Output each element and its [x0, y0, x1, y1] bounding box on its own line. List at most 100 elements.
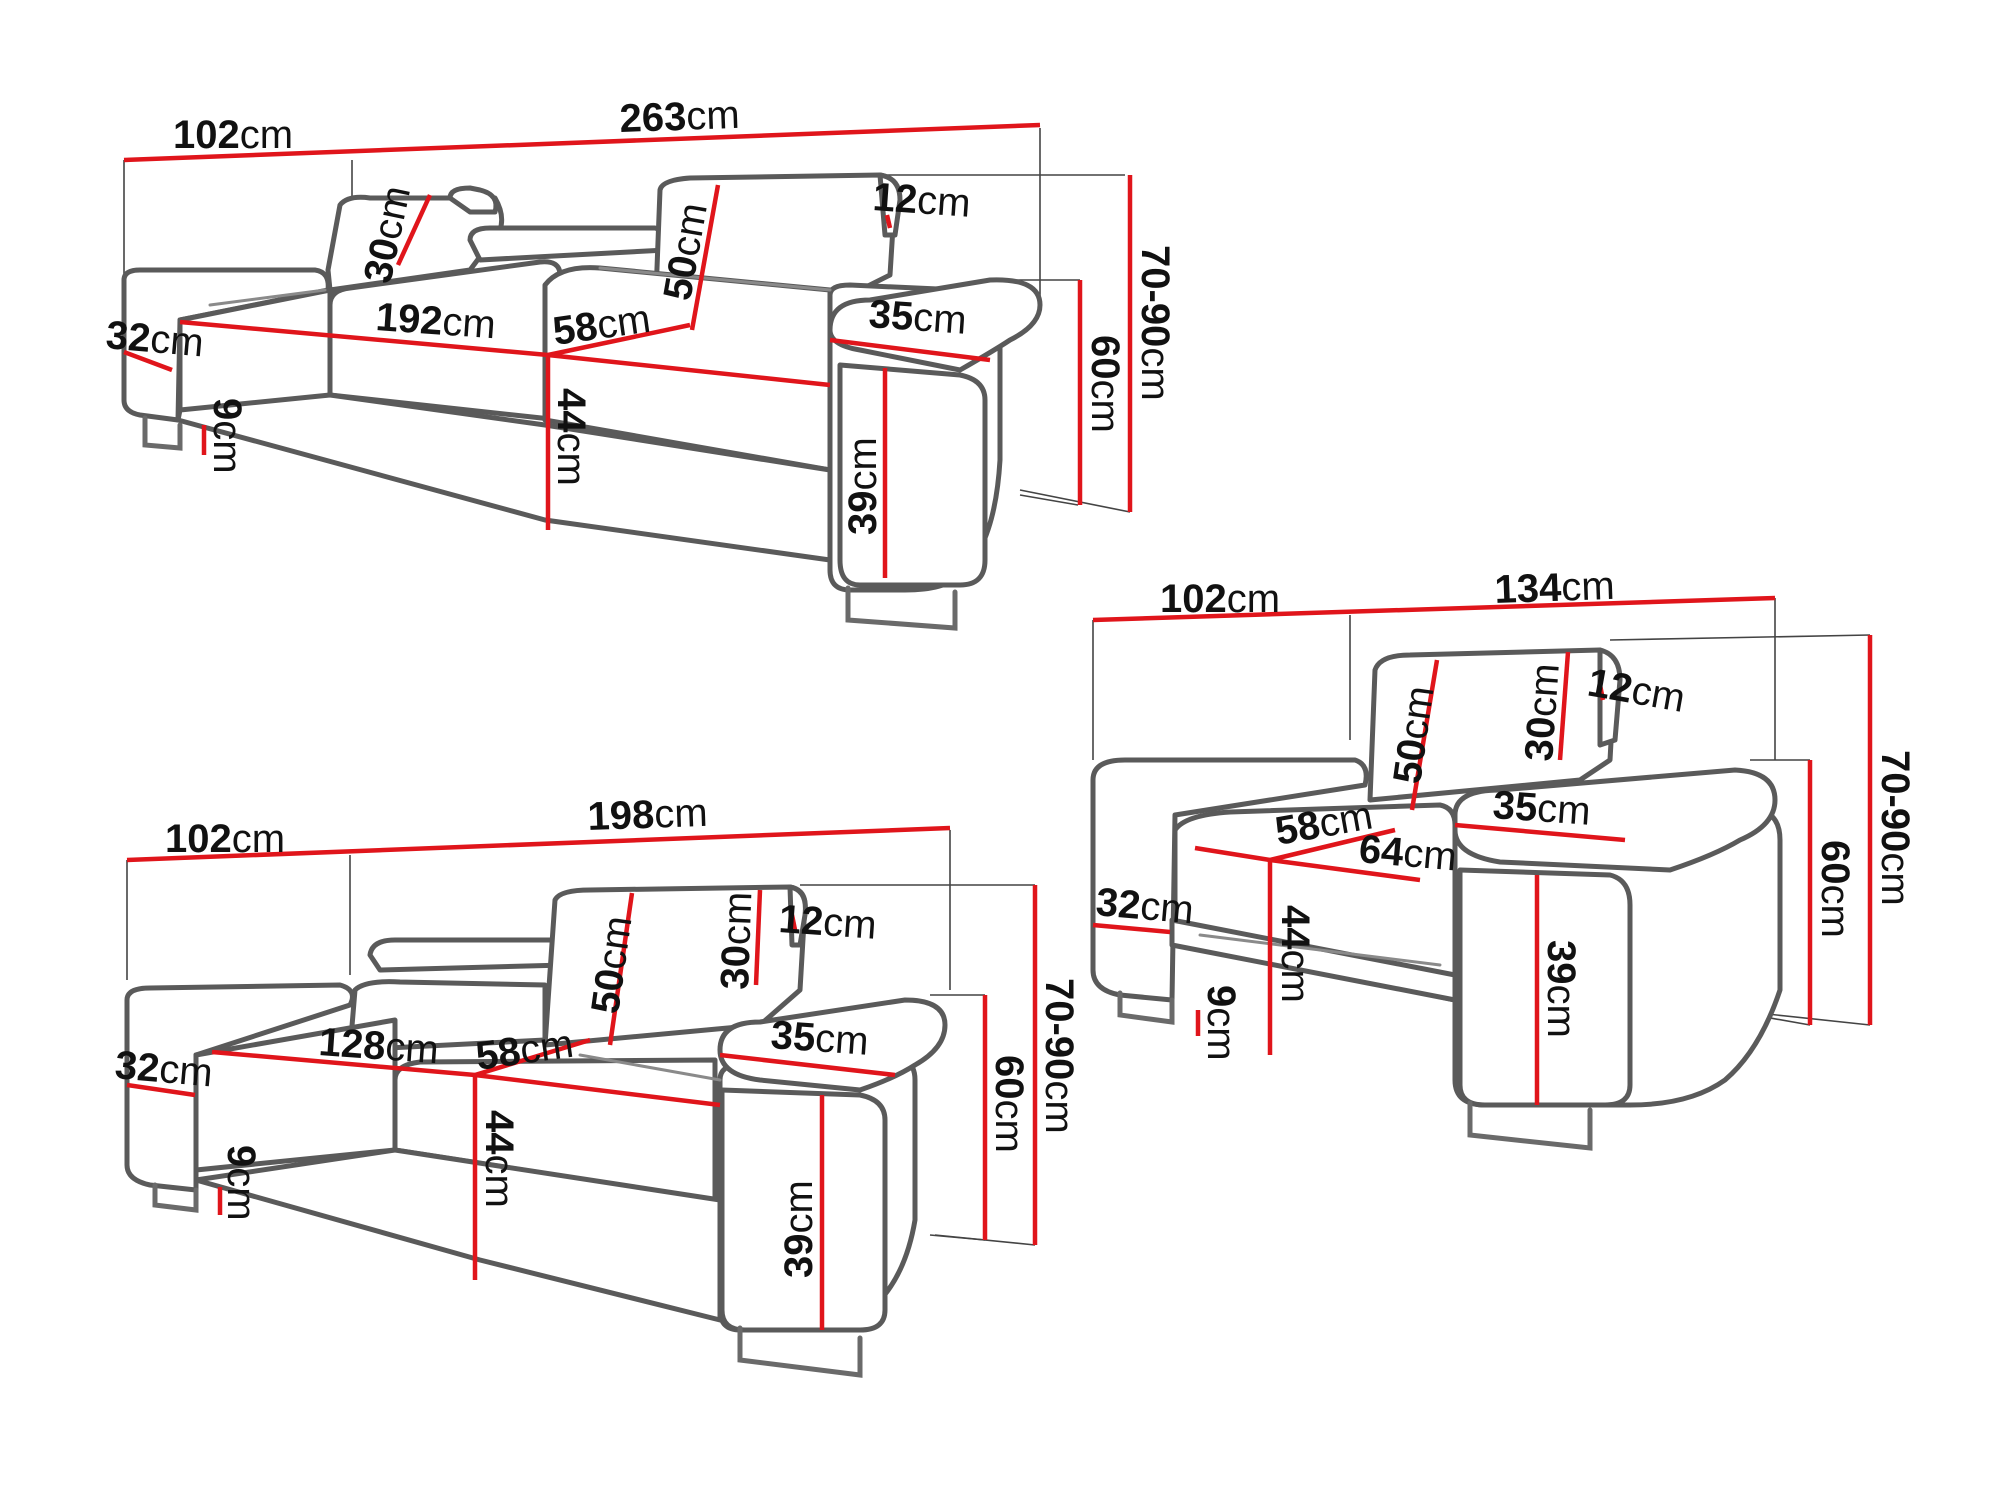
- two-seater-labels: 102cm 198cm 50cm 30cm 12cm 32cm 128cm 58…: [113, 791, 1081, 1278]
- three-seater-back-height-label: 60cm: [1083, 335, 1127, 433]
- armchair-width-line: [1092, 595, 1776, 623]
- three-seater-front-rail: [175, 392, 833, 563]
- three-seater-labels: 102cm 263cm 30cm 50cm 12cm 32cm 192cm 58…: [104, 93, 1177, 535]
- three-seater-leg-left: [142, 415, 183, 451]
- two-seater-right-arm-top: [717, 997, 948, 1093]
- two-seater-armrest-height-line: [126, 1082, 196, 1098]
- armchair-headrest: [1597, 647, 1623, 748]
- three-seater-seat-depth-line: [547, 322, 691, 358]
- two-seater-width-line: [126, 825, 951, 863]
- three-seater-seat-depth-front-line: [547, 352, 831, 388]
- two-seater-armrest-height-label: 32cm: [113, 1043, 214, 1095]
- armchair-seat-width-label: 64cm: [1357, 827, 1458, 879]
- armchair-backrest-height-line: [1409, 659, 1440, 811]
- two-seater-headrest-height-label: 30cm: [713, 891, 760, 990]
- two-seater-headrest-left: [367, 937, 569, 973]
- three-seater-backrest-height-label: 50cm: [656, 200, 716, 304]
- armchair-armrest-height-label: 32cm: [1094, 880, 1195, 932]
- three-seater-seat-width-label: 192cm: [374, 295, 497, 347]
- armchair-headrest-depth-line: [1597, 684, 1606, 701]
- two-seater-leg-height-label: 9cm: [219, 1145, 263, 1221]
- three-seater-headrest-depth-label: 12cm: [871, 175, 972, 226]
- armchair-armrest-width-label: 35cm: [1491, 783, 1592, 834]
- armchair-legs: [1117, 990, 1593, 1151]
- three-seater-seat-depth-label: 58cm: [550, 297, 653, 354]
- two-seater-backrest-height-line: [607, 892, 635, 1046]
- three-seater-width-label: 263cm: [619, 93, 741, 141]
- three-seater-armrest-height-line: [123, 349, 173, 373]
- two-seater-leg-left: [152, 1182, 199, 1213]
- armchair-total-height-label: 70-90cm: [1873, 750, 1917, 906]
- two-seater-width-label: 198cm: [587, 791, 709, 839]
- two-seater-guides: [126, 830, 1036, 1246]
- two-seater-dimension-lines: [126, 825, 1038, 1330]
- armchair-leg-right: [1467, 1100, 1593, 1151]
- armchair-armrest-height-line: [1092, 922, 1171, 935]
- armchair-seat-front-line: [1194, 845, 1271, 863]
- armchair-leg-height-label: 9cm: [1199, 985, 1243, 1061]
- two-seater-back-height-label: 60cm: [987, 1055, 1031, 1153]
- three-seater-width-line: [123, 122, 1041, 163]
- armchair: 102cm 134cm 50cm 30cm 12cm 58cm 35cm 64c…: [1090, 564, 1917, 1151]
- two-seater-headrest-depth-label: 12cm: [777, 897, 878, 948]
- armchair-right-arm-top: [1452, 767, 1778, 873]
- two-seater-seat-height-label: 44cm: [477, 1110, 521, 1208]
- armchair-dimension-lines: [1092, 595, 1873, 1105]
- two-seater-seat-width-label: 128cm: [317, 1020, 440, 1072]
- two-seater-leg-right: [737, 1325, 863, 1378]
- two-seater-seat-depth-line: [474, 1037, 591, 1078]
- three-seater-seat-width-line: [179, 319, 549, 358]
- two-seater-arm-height-label: 39cm: [777, 1180, 821, 1278]
- armchair-arm-front: [1457, 867, 1633, 1108]
- three-seater-depth-label: 102cm: [173, 113, 293, 157]
- armchair-seat-width-line: [1269, 857, 1421, 883]
- three-seater-headrest-right: [877, 172, 903, 238]
- three-seater-backrest-height-line: [689, 184, 721, 331]
- two-seater-seat-depth-front-line: [474, 1072, 721, 1108]
- two-seater-armrest-width-label: 35cm: [769, 1013, 870, 1064]
- three-seater-dimension-lines: [123, 122, 1133, 578]
- armchair-arm-height-label: 39cm: [1539, 940, 1583, 1038]
- armchair-labels: 102cm 134cm 50cm 30cm 12cm 58cm 35cm 64c…: [1094, 564, 1917, 1061]
- two-seater-headrest-depth-line: [789, 914, 798, 931]
- armchair-width-label: 134cm: [1494, 564, 1616, 612]
- three-seater-arm-height-label: 39cm: [841, 437, 885, 535]
- three-seater-total-height-label: 70-90cm: [1133, 245, 1177, 401]
- armchair-armrest-width-line: [1454, 822, 1626, 843]
- three-seater-headrest-mid: [467, 225, 670, 263]
- two-seater-legs: [152, 1182, 863, 1378]
- three-seater-headrest-depth-line: [884, 214, 893, 229]
- three-seater-armrest-width-label: 35cm: [867, 292, 968, 343]
- two-seater-headrest-height-line: [753, 889, 763, 986]
- two-seater-depth-label: 102cm: [165, 817, 285, 861]
- three-seater-legs: [142, 415, 958, 631]
- two-seater-armrest-width-line: [719, 1052, 896, 1078]
- three-seater-seat-height-label: 44cm: [549, 388, 593, 486]
- two-seater-backrest-height-label: 50cm: [583, 913, 640, 1016]
- armchair-backrest-height-label: 50cm: [1385, 683, 1442, 786]
- armchair-left-arm: [1090, 757, 1369, 1003]
- two-seater-seat-depth-label: 58cm: [473, 1022, 576, 1079]
- two-seater-total-height-label: 70-90cm: [1037, 978, 1081, 1134]
- three-seater-armrest-height-label: 32cm: [104, 313, 205, 365]
- three-seater-guides: [123, 128, 1131, 513]
- three-seater-sofa: 102cm 263cm 30cm 50cm 12cm 32cm 192cm 58…: [104, 93, 1177, 631]
- armchair-seat-depth-line: [1269, 827, 1396, 863]
- three-seater-leg-right: [845, 585, 958, 631]
- two-seater-seat-width-line: [211, 1049, 476, 1078]
- armchair-leg-left: [1117, 990, 1175, 1025]
- three-seater-headrest-left: [447, 185, 499, 215]
- armchair-depth-label: 102cm: [1160, 577, 1280, 621]
- armchair-seat-depth-label: 58cm: [1272, 794, 1376, 854]
- three-seater-headrest-height-label: 30cm: [356, 182, 419, 287]
- two-seater-headrest-right: [787, 884, 808, 948]
- two-seater-arm-front: [719, 1087, 888, 1333]
- three-seater-arm-front: [837, 362, 988, 588]
- three-seater-armrest-width-line: [829, 337, 991, 363]
- armchair-back-height-label: 60cm: [1813, 840, 1857, 938]
- three-seater-body: [121, 172, 1043, 593]
- armchair-headrest-height-label: 30cm: [1517, 662, 1568, 763]
- armchair-headrest-height-line: [1557, 651, 1571, 761]
- three-seater-leg-height-label: 9cm: [205, 398, 249, 474]
